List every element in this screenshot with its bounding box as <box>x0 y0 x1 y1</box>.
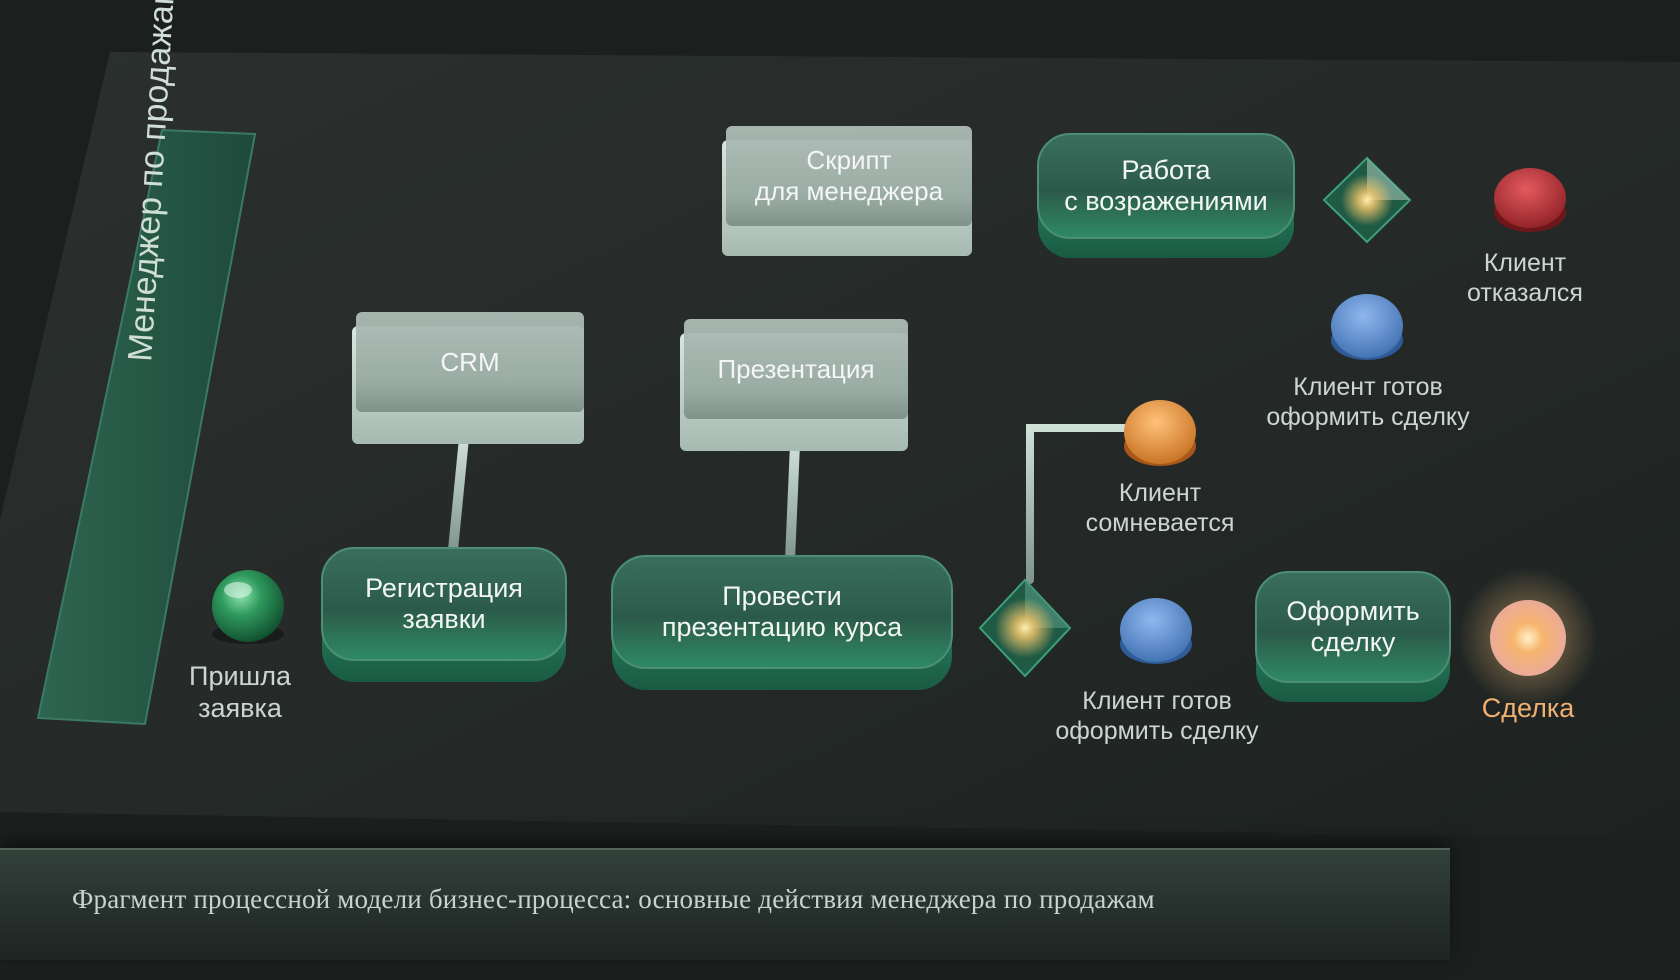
end-event-icon <box>1458 568 1598 708</box>
task-present-label: Провести презентацию курса <box>661 581 903 642</box>
state-doubts-label: Клиент сомневается <box>1085 479 1235 537</box>
artifact-presentation-label: Презентация <box>717 353 875 384</box>
start-event-label: Пришла заявка <box>189 661 291 723</box>
caption-bar <box>0 848 1450 960</box>
task-present <box>611 555 953 690</box>
state-ready-bottom-icon <box>1120 598 1192 664</box>
state-ready-top-label: Клиент готов оформить сделку <box>1266 373 1470 431</box>
state-refused-label: Клиент отказался <box>1467 249 1583 307</box>
artifact-presentation <box>680 319 908 451</box>
state-ready-bottom-label: Клиент готов оформить сделку <box>1055 687 1259 745</box>
start-event-icon <box>212 570 284 644</box>
task-objections <box>1037 133 1295 258</box>
state-ready-top-icon <box>1331 294 1403 360</box>
artifact-script-label: Скрипт для менеджера <box>754 145 944 206</box>
task-finalize <box>1255 571 1451 702</box>
task-register-label: Регистрация заявки <box>365 573 523 634</box>
state-doubts-icon <box>1124 400 1196 466</box>
swimlane-bar <box>36 128 257 726</box>
gateway-bottom-icon <box>978 578 1072 678</box>
figure-caption: Фрагмент процессной модели бизнес-процес… <box>72 884 1155 914</box>
task-register <box>321 547 567 682</box>
artifact-crm-label: CRM <box>440 346 500 377</box>
state-refused-icon <box>1494 168 1566 232</box>
artifact-crm <box>352 312 584 444</box>
end-event-label: Сделка <box>1481 693 1575 723</box>
gateway-top-icon <box>1322 156 1412 244</box>
task-finalize-label: Оформить сделку <box>1286 596 1420 657</box>
task-objections-label: Работа с возражениями <box>1064 155 1268 216</box>
artifact-script <box>722 126 972 256</box>
